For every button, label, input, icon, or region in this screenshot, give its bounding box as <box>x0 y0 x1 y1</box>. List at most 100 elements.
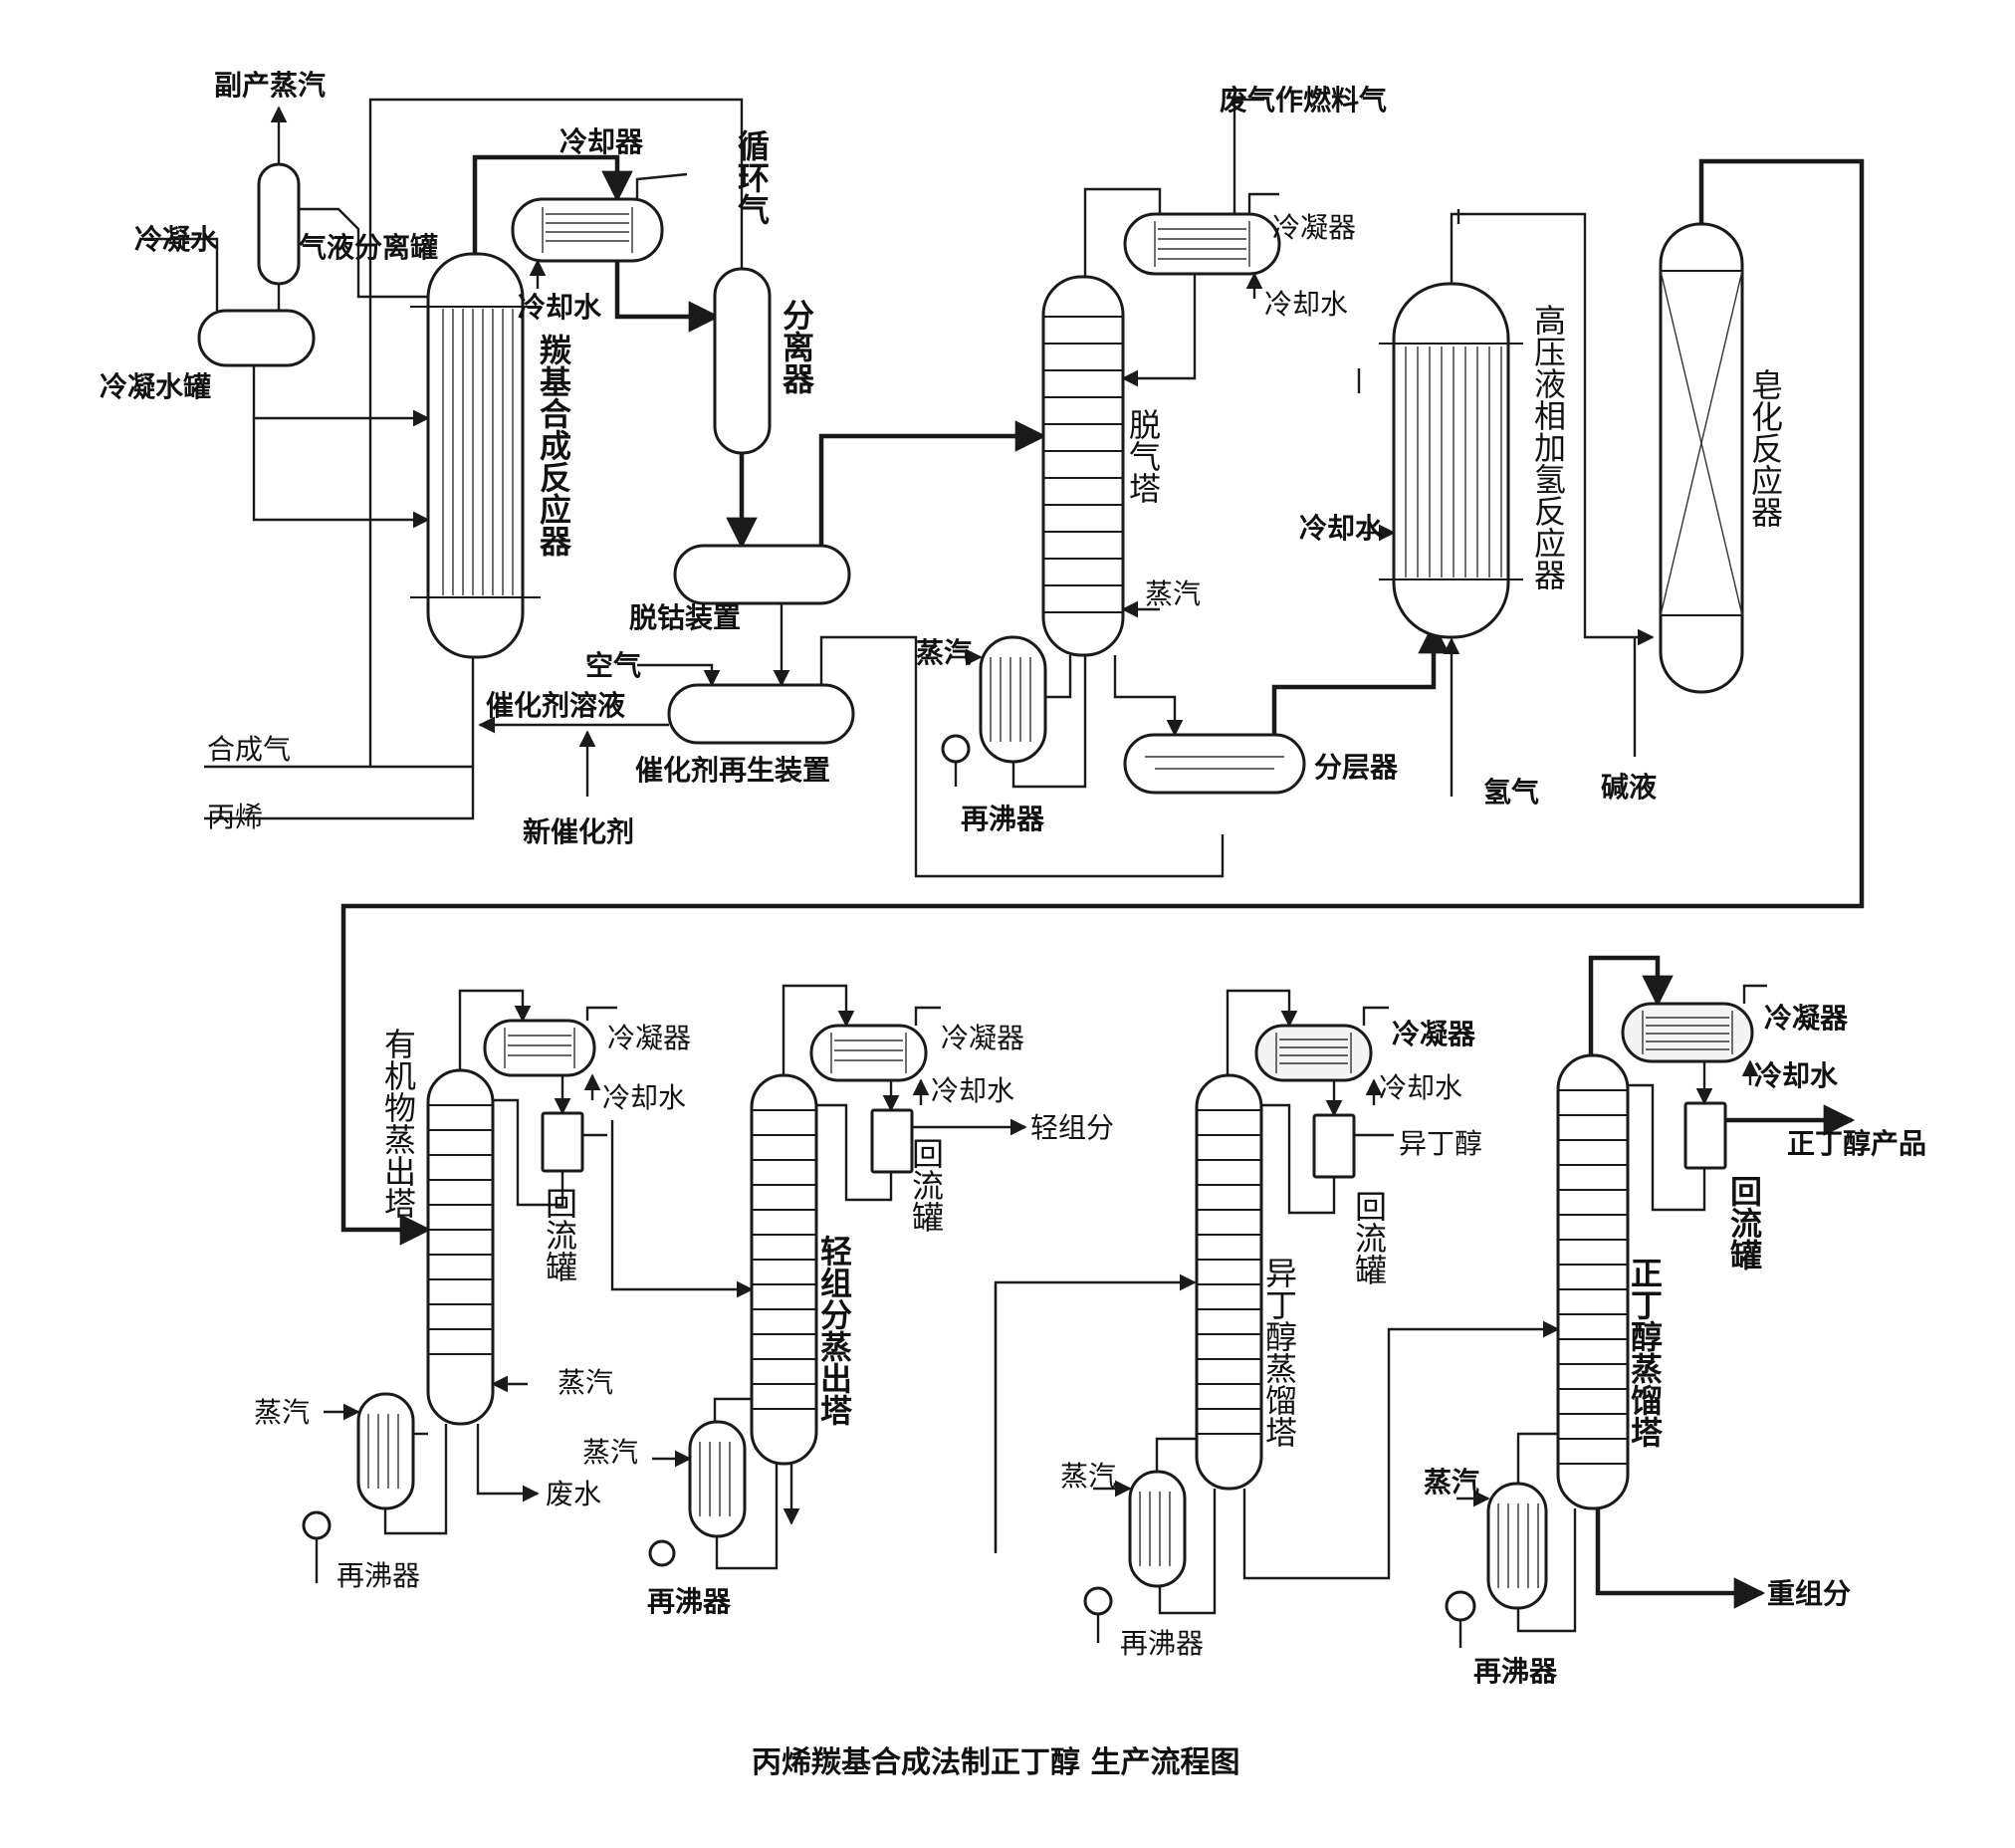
light-to-iso-line <box>994 1273 1197 1553</box>
reb1-return-line <box>1045 655 1072 699</box>
label-steam-reb1: 蒸汽 <box>916 636 972 669</box>
reb-d-feed <box>1516 1508 1577 1633</box>
label-condenser-b: 冷凝器 <box>941 1022 1024 1054</box>
reflux-d-return <box>1628 1083 1706 1212</box>
label-steam-d: 蒸汽 <box>1424 1466 1479 1499</box>
reflux-tank-a <box>541 1111 584 1173</box>
label-reboiler-1: 再沸器 <box>961 803 1045 835</box>
diagram-caption: 丙烯羰基合成法制正丁醇 生产流程图 <box>752 1745 1239 1780</box>
cooler-to-separator-line <box>614 261 721 333</box>
label-layer-separator: 分层器 <box>1314 751 1399 784</box>
label-reboiler-a: 再沸器 <box>336 1559 420 1592</box>
label-condensate-water: 冷凝水 <box>134 223 219 256</box>
nbut-to-cond-line <box>1588 955 1674 1055</box>
label-condenser-d: 冷凝器 <box>1764 1002 1849 1035</box>
degas-tower <box>1041 275 1125 657</box>
condenser-c <box>1254 1024 1373 1082</box>
label-cooler: 冷却器 <box>560 125 644 158</box>
tank-to-reactor-line-1 <box>252 365 430 427</box>
reflux-a-return <box>493 1098 564 1207</box>
heavy-components-out <box>1595 1508 1766 1609</box>
label-reflux-c: 回流罐 <box>1350 1190 1388 1285</box>
label-waste-water: 废水 <box>546 1478 601 1510</box>
degas-condenser <box>1123 212 1281 276</box>
label-steam-degas: 蒸汽 <box>1145 578 1201 610</box>
hydrog-to-sapon-line <box>1450 212 1655 646</box>
label-recycle-gas: 循环气 <box>733 129 771 225</box>
reboiler-d <box>1445 1482 1548 1622</box>
cooler <box>511 197 664 263</box>
label-new-catalyst: 新催化剂 <box>523 815 634 848</box>
label-cooling-water-d: 冷却水 <box>1754 1059 1839 1092</box>
label-catalyst-solution: 催化剂溶液 <box>486 689 625 722</box>
layer-sep-return-line <box>819 635 1225 878</box>
label-cooling-water-c: 冷却水 <box>1379 1071 1462 1104</box>
organic-tower <box>426 1068 495 1426</box>
label-cooling-water-b: 冷却水 <box>931 1074 1014 1107</box>
label-steam-c: 蒸汽 <box>1060 1460 1116 1493</box>
label-catalyst-regen: 催化剂再生装置 <box>635 754 830 787</box>
nbutanol-tower <box>1556 1053 1630 1510</box>
label-reboiler-d: 再沸器 <box>1473 1655 1558 1688</box>
label-reflux-b: 回流罐 <box>907 1137 945 1233</box>
condensate-tank <box>197 309 316 367</box>
gas-liquid-separator <box>257 162 301 286</box>
label-byproduct-steam: 副产蒸汽 <box>214 69 326 102</box>
propylene-line <box>204 767 475 820</box>
label-separator: 分离器 <box>778 299 815 394</box>
light-tower <box>750 1073 818 1466</box>
label-condenser-a: 冷凝器 <box>607 1022 691 1054</box>
reflux-b-return <box>816 1103 893 1202</box>
label-hp-hydrogenation: 高压液相加氢反应器 <box>1529 304 1567 590</box>
sep-to-reactor-line <box>299 207 430 299</box>
condenser-b <box>809 1024 928 1082</box>
label-alkali: 碱液 <box>1601 771 1657 804</box>
label-syngas: 合成气 <box>207 733 291 766</box>
label-air: 空气 <box>585 649 641 682</box>
reb1-feed-line <box>1011 655 1087 789</box>
carbonyl-reactor <box>410 252 541 659</box>
label-cooling-water-1: 冷却水 <box>518 291 602 324</box>
cond-d-cw-out <box>1742 984 1767 1004</box>
label-cooling-water-a: 冷却水 <box>602 1081 686 1114</box>
reflux-c-return <box>1261 1103 1336 1215</box>
air-line <box>637 663 721 687</box>
label-waste-gas-fuel: 废气作燃料气 <box>1220 84 1387 116</box>
condensate-in-line <box>139 237 219 311</box>
cooler-cw-out <box>635 172 688 199</box>
saponification-reactor <box>1659 222 1744 694</box>
reb-d-return <box>1516 1432 1558 1484</box>
label-carbonyl-reactor: 羰基合成反应器 <box>535 334 572 557</box>
organic-to-cond-line <box>458 989 532 1070</box>
label-organic-tower: 有机物蒸出塔 <box>379 1028 417 1219</box>
label-reflux-d: 回流罐 <box>1725 1175 1763 1270</box>
reb-c-feed <box>1158 1489 1217 1615</box>
reflux-tank-c <box>1312 1113 1356 1179</box>
label-condensate-tank: 冷凝水罐 <box>100 370 211 403</box>
label-light-components: 轻组分 <box>1030 1111 1114 1144</box>
label-heavy-components: 重组分 <box>1767 1577 1851 1610</box>
reflux-tank-d <box>1683 1101 1727 1170</box>
reb-c-return <box>1155 1437 1197 1472</box>
degas-cond-cw-out <box>1247 192 1279 214</box>
decobalt-to-degas-line <box>818 420 1047 546</box>
waste-gas-line <box>1232 98 1264 214</box>
degas-reflux-line <box>1121 274 1197 387</box>
reboiler-b <box>648 1420 747 1567</box>
decobalt-unit <box>673 544 851 605</box>
label-nbutanol-product: 正丁醇产品 <box>1787 1127 1926 1160</box>
label-light-tower: 轻组分蒸出塔 <box>815 1235 853 1426</box>
label-gas-liquid-separator: 气液分离罐 <box>298 231 438 264</box>
cond-c-cw-out <box>1362 1006 1389 1026</box>
separator <box>713 267 772 455</box>
label-reflux-a: 回流罐 <box>541 1187 578 1282</box>
label-condenser-c: 冷凝器 <box>1392 1018 1476 1050</box>
isobutanol-tower <box>1195 1073 1263 1491</box>
catalyst-regen-unit <box>667 683 855 745</box>
label-cooling-water-2: 冷却水 <box>1264 288 1348 321</box>
condenser-d <box>1621 1002 1754 1063</box>
light-to-cond-line <box>782 984 855 1075</box>
reb-a-feed <box>383 1424 448 1535</box>
waste-water-line <box>476 1424 540 1502</box>
